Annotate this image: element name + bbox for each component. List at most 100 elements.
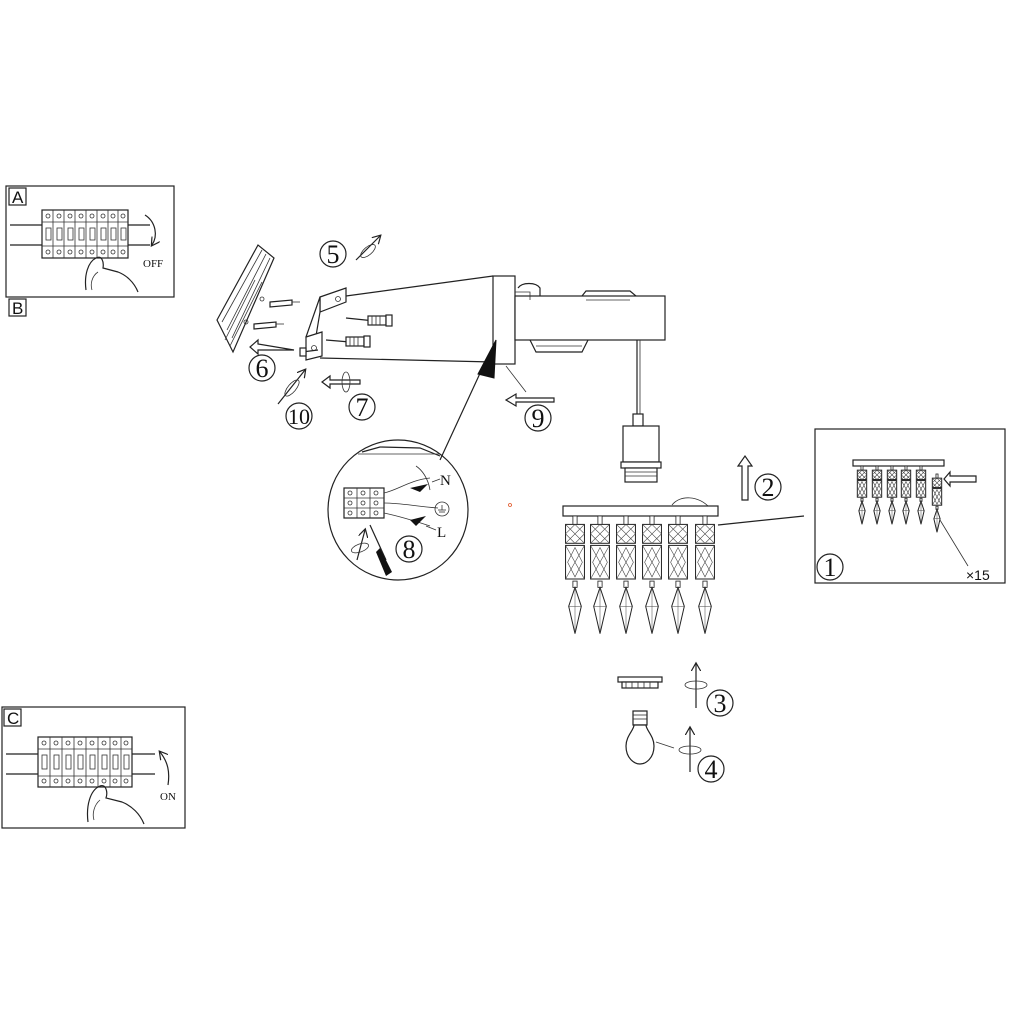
lamp-socket [622, 425, 660, 463]
crystal-strand [900, 465, 912, 525]
direction-arrow-icon [277, 370, 305, 405]
push-arrow-icon [321, 374, 361, 390]
wiring-detail-frame [327, 439, 469, 581]
panel-b: B [8, 298, 27, 318]
wall-plate [216, 244, 275, 354]
panel-c-letter-box [3, 708, 22, 727]
step-7-badge [348, 393, 376, 421]
rotate-arrow-icon [360, 244, 376, 258]
crystal-strand [565, 515, 585, 634]
step-6-badge [248, 354, 276, 382]
step-5-number: 5 [327, 240, 340, 269]
hand-icon [86, 785, 145, 825]
crystal-strand [871, 465, 883, 525]
step-2-number: 2 [762, 473, 775, 502]
wall-plug-icon [253, 299, 300, 330]
panel-c: C [1, 706, 186, 829]
callout-pointer [439, 339, 497, 461]
crystal-inset-panel: 1 ×15 [814, 428, 1006, 584]
crystal-strand [695, 515, 715, 634]
rotate-arrow-icon [678, 745, 702, 755]
step-3: 3 [617, 664, 734, 718]
step-10: 10 [277, 370, 313, 430]
socket-ring-icon [617, 676, 663, 689]
step-1-number: 1 [824, 553, 837, 582]
panel-b-letter: B [12, 299, 23, 318]
live-wire-label: L [437, 525, 446, 541]
step-7: 7 [321, 371, 376, 422]
rotate-up-arrow-icon [160, 752, 170, 786]
push-arrow-icon [943, 470, 977, 488]
step-6: 6 [248, 338, 295, 383]
rotate-down-arrow-icon [144, 214, 155, 245]
step-8-number: 8 [403, 535, 416, 564]
small-screw-icon [299, 347, 319, 357]
crystal-quantity: ×15 [966, 567, 990, 583]
push-arrow-icon [504, 392, 555, 408]
step-3-number: 3 [714, 689, 727, 718]
panel-c-switch-label: ON [160, 791, 176, 803]
inset-frame [814, 428, 1006, 584]
crystal-strand [931, 473, 943, 533]
step-8-badge [395, 535, 423, 563]
step-4-badge [697, 755, 725, 783]
panel-b-letter-box [8, 298, 27, 317]
push-up-arrow-icon [736, 454, 754, 501]
panel-a-letter-box [8, 187, 27, 206]
crystal-shade [562, 497, 805, 526]
cable-and-socket [620, 340, 662, 483]
light-bulb-icon [625, 710, 655, 765]
screw-icon [345, 314, 393, 327]
rotate-arrow-icon [684, 680, 708, 690]
step-4-number: 4 [705, 755, 718, 784]
rotate-arrow-icon [284, 379, 300, 397]
neutral-wire-label: N [440, 473, 451, 489]
step-5: 5 [319, 236, 380, 269]
wiring-detail: N L 8 [327, 439, 469, 581]
crystal-strands [565, 515, 715, 634]
step-7-number: 7 [356, 393, 369, 422]
crystal-strand [668, 515, 688, 634]
ground-symbol-icon [434, 501, 450, 517]
breaker-block-icon [6, 736, 155, 788]
step-4: 4 [625, 710, 725, 784]
crystal-strand [886, 465, 898, 525]
step-5-badge [319, 240, 347, 268]
inset-top-plate [852, 459, 945, 467]
mounting-bracket [305, 287, 347, 361]
step-10-badge [285, 402, 313, 430]
step-10-number: 10 [288, 404, 310, 429]
panel-a: A [5, 185, 175, 298]
direction-arrow-icon [356, 530, 365, 561]
hand-icon [84, 256, 139, 293]
panel-a-letter: A [12, 188, 24, 207]
panel-a-switch-label: OFF [143, 258, 163, 270]
lamp-body [319, 275, 666, 365]
screwdriver-icon [369, 524, 392, 576]
step-9: 9 [504, 365, 555, 433]
step-9-badge [524, 404, 552, 432]
push-arrow-icon [249, 338, 295, 356]
direction-arrow-icon [355, 236, 380, 261]
crystal-strand [616, 515, 636, 634]
step-1-badge [816, 553, 844, 581]
panel-a-frame [5, 185, 175, 298]
step-2: 2 [736, 454, 782, 502]
crystal-strand [856, 465, 868, 525]
crystal-strand [590, 515, 610, 634]
crystal-strand [915, 465, 927, 525]
panel-c-letter: C [7, 709, 19, 728]
marker-dot [508, 503, 512, 507]
breaker-block-icon [10, 209, 150, 259]
crystal-strand [642, 515, 662, 634]
rotate-arrow-icon [341, 371, 351, 393]
rotate-arrow-icon [351, 542, 369, 554]
step-3-badge [706, 689, 734, 717]
screw-icon [325, 335, 371, 348]
step-9-number: 9 [532, 404, 545, 433]
terminal-block-icon [343, 487, 385, 519]
panel-c-frame [1, 706, 186, 829]
inset-crystal-strands [856, 465, 943, 533]
step-6-number: 6 [256, 354, 269, 383]
